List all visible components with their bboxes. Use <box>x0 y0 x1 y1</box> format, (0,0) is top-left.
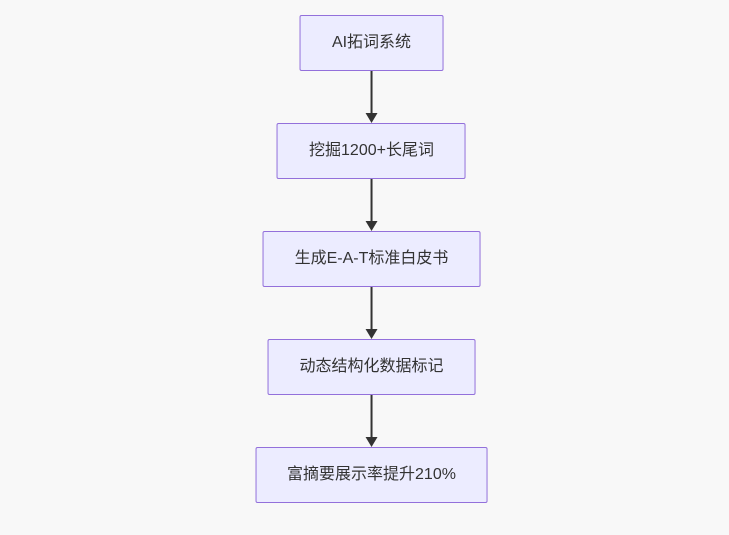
arrowhead-icon <box>365 221 378 231</box>
arrow-line <box>370 395 373 437</box>
flow-node-rich-snippet-rate: 富摘要展示率提升210% <box>255 447 488 503</box>
edge-arrow-4 <box>365 395 378 447</box>
arrowhead-icon <box>365 437 378 447</box>
arrow-line <box>370 179 373 221</box>
flow-node-ai-word-expansion-system: AI拓词系统 <box>299 15 444 71</box>
flowchart: AI拓词系统 挖掘1200+长尾词 生成E-A-T标准白皮书 动态结构化数据标记… <box>255 15 488 503</box>
flow-node-structured-data-markup: 动态结构化数据标记 <box>267 339 476 395</box>
flow-node-longtail-keywords: 挖掘1200+长尾词 <box>277 123 466 179</box>
arrowhead-icon <box>365 113 378 123</box>
flow-node-eat-whitepaper: 生成E-A-T标准白皮书 <box>262 231 481 287</box>
edge-arrow-1 <box>365 71 378 123</box>
arrow-line <box>370 71 373 113</box>
edge-arrow-3 <box>365 287 378 339</box>
arrowhead-icon <box>365 329 378 339</box>
edge-arrow-2 <box>365 179 378 231</box>
arrow-line <box>370 287 373 329</box>
